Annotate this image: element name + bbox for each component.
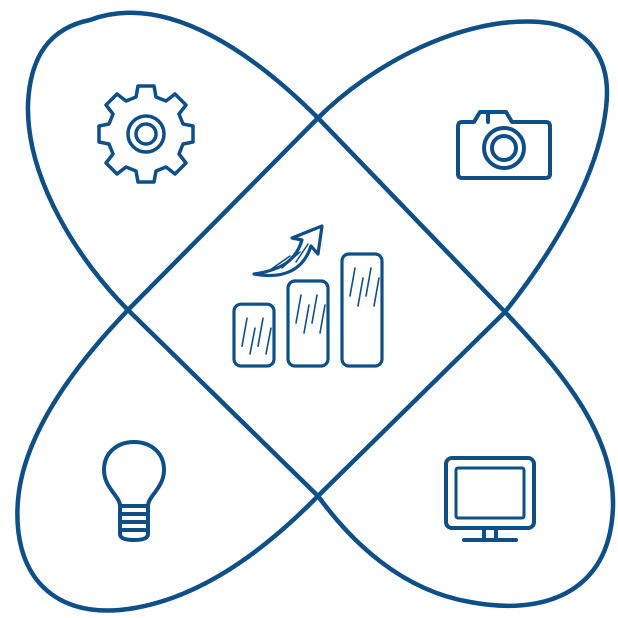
lightbulb-icon xyxy=(102,440,166,542)
petal-diagonal-up xyxy=(15,19,610,613)
growth-chart-bar xyxy=(340,252,384,368)
trend-up-arrow xyxy=(252,224,324,278)
gear-icon xyxy=(97,84,195,184)
monitor-icon xyxy=(444,456,536,542)
arrow-hatch xyxy=(269,243,309,271)
petal-diagonal-down xyxy=(25,10,616,609)
bar-hatch xyxy=(241,317,272,355)
bar-hatch xyxy=(295,294,326,334)
growth-bar-chart-icon xyxy=(232,224,384,368)
camera-icon xyxy=(456,110,552,180)
growth-chart-bar xyxy=(286,279,330,368)
bar-hatch xyxy=(349,267,380,307)
growth-chart-bar xyxy=(232,302,276,368)
